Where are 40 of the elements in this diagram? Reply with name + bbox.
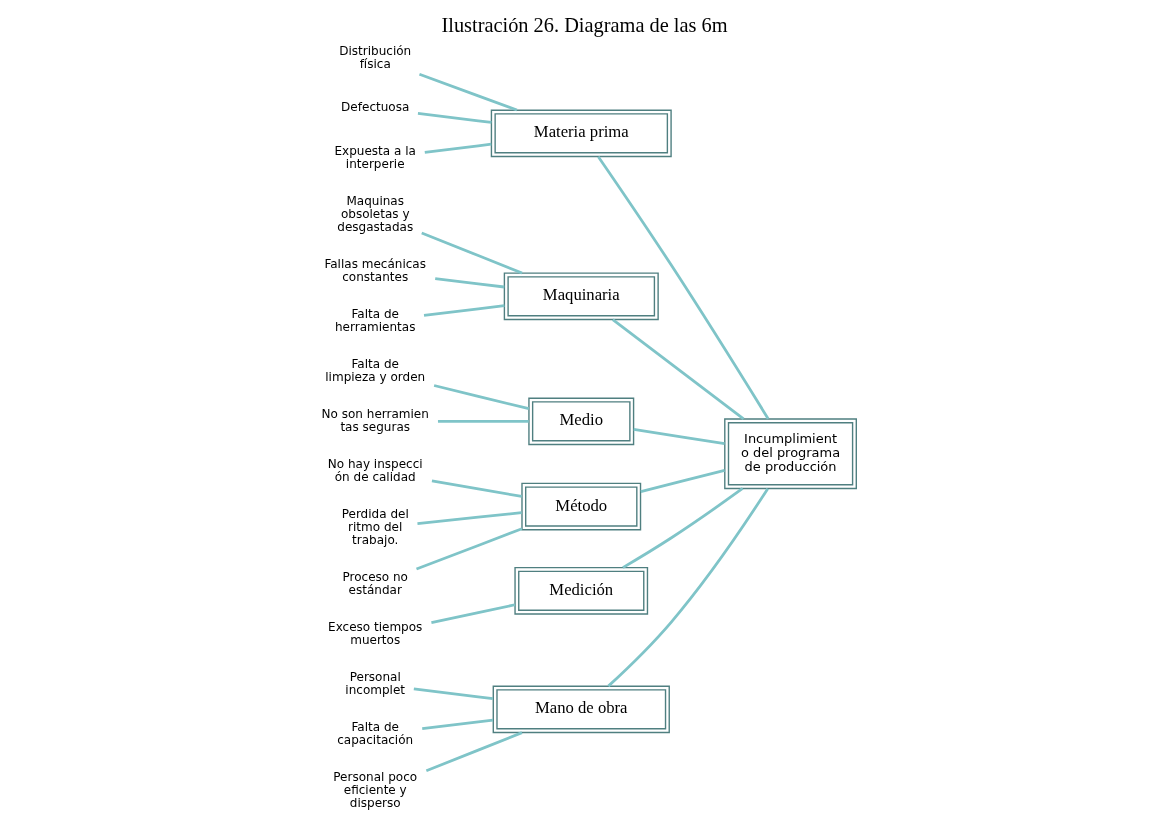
diagram-title: Ilustración 26. Diagrama de las 6m — [440, 14, 728, 37]
connector — [434, 277, 504, 289]
node-text: Personal incomplet — [344, 670, 405, 697]
node-text: Personal poco eficiente y disperso — [332, 770, 417, 810]
node-text: Distribución física — [338, 43, 411, 71]
node-text: Perdida del ritmo del trabajo. — [341, 507, 409, 547]
node-text: Maquinas obsoletas y desgastadas — [336, 194, 413, 234]
node-box: Método — [520, 482, 641, 531]
node-text: No hay inspecci ón de calidad — [327, 457, 423, 484]
node-text: Defectuosa — [340, 100, 409, 115]
connector — [421, 718, 493, 731]
connector — [423, 304, 505, 317]
connector — [611, 318, 744, 420]
connector — [621, 487, 743, 569]
connector — [417, 112, 492, 124]
node-box: Medición — [513, 566, 648, 615]
node-text: Falta de herramientas — [334, 306, 415, 334]
node-text: Exceso tiempos muertos — [327, 619, 422, 647]
connector — [424, 142, 491, 154]
connector — [431, 479, 522, 498]
connector — [633, 428, 725, 445]
connector — [416, 511, 522, 525]
node-text: Fallas mecánicas constantes — [323, 256, 426, 284]
node-text: Proceso no estándar — [341, 569, 408, 597]
connector — [430, 603, 515, 624]
connector — [420, 231, 523, 275]
connector — [425, 731, 522, 773]
node-box: Incumplimient o del programa de producción — [723, 418, 857, 490]
connector — [639, 468, 725, 493]
connector — [415, 527, 522, 571]
connector — [596, 155, 769, 420]
node-text: Expuesta a la interperie — [334, 144, 416, 171]
connector — [437, 419, 529, 423]
connector — [413, 687, 493, 700]
node-text: Falta de limpieza y orden — [324, 356, 425, 384]
connector — [433, 384, 529, 411]
node-text: No son herramien tas seguras — [321, 407, 429, 434]
connector — [418, 72, 517, 112]
connector — [606, 487, 769, 688]
node-text: Falta de capacitación — [336, 720, 413, 747]
